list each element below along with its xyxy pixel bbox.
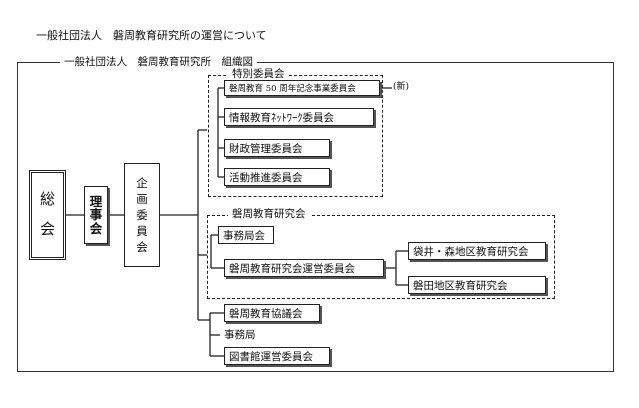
general-assembly-char-1: 総 [39,190,55,209]
research-steering-committee-box: 磐周教育研究会運営委員会 [224,259,384,277]
planning-char-1: 企 [136,175,148,190]
board-char-1: 理 [89,194,103,210]
library-committee-box: 図書館運営委員会 [224,347,330,365]
general-assembly-char-2: 会 [39,220,55,238]
special-committee-it-network: 情報教育ﾈｯﾄﾜｰｸ委員会 [224,108,374,126]
general-assembly-box: 総 会 [29,170,66,260]
research-association-group [207,215,555,299]
board-char-2: 事 [89,207,103,223]
district-fukuroi-mori-box: 袋井・森地区教育研究会 [408,242,546,260]
special-committees-group [208,75,383,197]
district-iwata-box: 磐田地区教育研究会 [408,276,546,294]
planning-char-5: 会 [136,240,148,255]
special-committee-50th-anniversary: 磐周教育 50 周年記念事業委員会 [224,80,380,96]
planning-char-2: 画 [136,191,148,206]
special-committee-finance: 財政管理委員会 [224,139,330,157]
new-note: (新) [393,82,410,92]
board-char-3: 会 [89,220,103,236]
planning-char-3: 委 [136,207,148,222]
research-association-label: 磐周教育研究会 [228,209,310,220]
planning-committee-box: 企 画 委 員 会 [124,163,160,267]
council-box: 磐周教育協議会 [224,304,320,322]
special-committee-activity-promotion: 活動推進委員会 [224,168,330,186]
page-title: 一般社団法人 磐周教育研究所の運営について [36,29,267,42]
org-chart-frame [17,62,614,372]
board-of-directors-box: 理 事 会 [84,186,108,244]
secretariat-text: 事務局 [224,329,256,341]
research-secretariat-box: 事務局会 [218,226,274,244]
planning-char-4: 員 [136,224,148,239]
special-committees-label: 特別委員会 [228,69,289,80]
chart-title: 一般社団法人 磐周教育研究所 組織図 [60,57,257,68]
